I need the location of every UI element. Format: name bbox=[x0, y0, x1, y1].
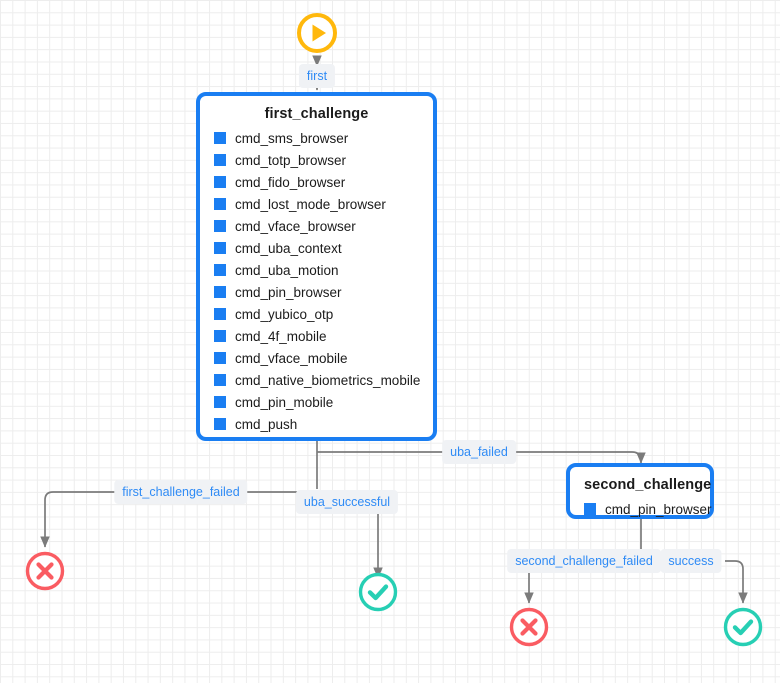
node-item[interactable]: cmd_4f_mobile bbox=[214, 325, 419, 347]
item-swatch-icon bbox=[214, 154, 226, 166]
node-item-label: cmd_uba_motion bbox=[235, 262, 339, 278]
node-item[interactable]: cmd_fido_browser bbox=[214, 171, 419, 193]
item-swatch-icon bbox=[214, 374, 226, 386]
node-item[interactable]: cmd_uba_motion bbox=[214, 259, 419, 281]
item-swatch-icon bbox=[214, 352, 226, 364]
item-swatch-icon bbox=[214, 132, 226, 144]
node-item[interactable]: cmd_push bbox=[214, 413, 419, 435]
edge-label-second-challenge-failed[interactable]: second_challenge_failed bbox=[507, 549, 661, 573]
terminal-fail-second[interactable] bbox=[507, 605, 551, 649]
edge-label-uba-successful[interactable]: uba_successful bbox=[295, 490, 399, 514]
node-item[interactable]: cmd_native_biometrics_mobile bbox=[214, 369, 421, 391]
item-swatch-icon bbox=[214, 198, 226, 210]
edge-first-failed-2 bbox=[40, 491, 122, 548]
item-swatch-icon bbox=[214, 308, 226, 320]
node-item-label: cmd_vface_mobile bbox=[235, 350, 348, 366]
item-swatch-icon bbox=[214, 286, 226, 298]
terminal-success-second[interactable] bbox=[721, 605, 765, 649]
node-item[interactable]: cmd_sms_browser bbox=[214, 127, 419, 149]
terminal-fail-first[interactable] bbox=[23, 549, 67, 593]
node-item-label: cmd_native_biometrics_mobile bbox=[235, 372, 421, 388]
item-swatch-icon bbox=[214, 220, 226, 232]
node-item-label: cmd_pin_mobile bbox=[235, 394, 334, 410]
start-node[interactable] bbox=[295, 11, 339, 55]
item-swatch-icon bbox=[214, 264, 226, 276]
node-item-label: cmd_push bbox=[235, 416, 298, 432]
node-item-label: cmd_4f_mobile bbox=[235, 328, 327, 344]
item-swatch-icon bbox=[214, 396, 226, 408]
node-second-challenge[interactable]: second_challenge cmd_pin_browser bbox=[566, 463, 714, 519]
node-item-label: cmd_fido_browser bbox=[235, 174, 346, 190]
play-circle-icon bbox=[297, 13, 337, 53]
edge-label-first[interactable]: first bbox=[298, 64, 336, 88]
node-item-label: cmd_lost_mode_browser bbox=[235, 196, 386, 212]
item-swatch-icon bbox=[214, 418, 226, 430]
check-circle-icon bbox=[723, 607, 763, 647]
node-item[interactable]: cmd_vface_browser bbox=[214, 215, 419, 237]
node-item[interactable]: cmd_lost_mode_browser bbox=[214, 193, 419, 215]
node-item-label: cmd_vface_browser bbox=[235, 218, 356, 234]
check-circle-icon bbox=[358, 572, 398, 612]
node-title: first_challenge bbox=[264, 106, 369, 122]
node-item[interactable]: cmd_vface_mobile bbox=[214, 347, 419, 369]
node-item-label: cmd_totp_browser bbox=[235, 152, 347, 168]
error-circle-icon bbox=[25, 551, 65, 591]
item-swatch-icon bbox=[214, 176, 226, 188]
node-item[interactable]: cmd_pin_mobile bbox=[214, 391, 419, 413]
node-item[interactable]: cmd_uba_context bbox=[214, 237, 419, 259]
edge-label-success[interactable]: success bbox=[660, 549, 722, 573]
node-item[interactable]: cmd_pin_browser bbox=[214, 281, 419, 303]
item-swatch-icon bbox=[584, 503, 596, 515]
node-item-label: cmd_pin_browser bbox=[605, 501, 712, 517]
error-circle-icon bbox=[509, 607, 549, 647]
edge-label-first-challenge-failed[interactable]: first_challenge_failed bbox=[114, 480, 248, 504]
node-item-label: cmd_sms_browser bbox=[235, 130, 349, 146]
item-swatch-icon bbox=[214, 330, 226, 342]
terminal-success-uba[interactable] bbox=[356, 570, 400, 614]
edge-label-uba-failed[interactable]: uba_failed bbox=[442, 440, 516, 464]
edge-uba-failed-2 bbox=[513, 451, 646, 464]
node-item[interactable]: cmd_pin_browser bbox=[584, 498, 712, 520]
node-item[interactable]: cmd_totp_browser bbox=[214, 149, 419, 171]
edge-success bbox=[725, 560, 748, 604]
node-item-label: cmd_pin_browser bbox=[235, 284, 342, 300]
node-first-challenge[interactable]: first_challenge cmd_sms_browser cmd_totp… bbox=[196, 92, 437, 441]
item-swatch-icon bbox=[214, 242, 226, 254]
node-title: second_challenge bbox=[584, 477, 712, 493]
node-item-label: cmd_yubico_otp bbox=[235, 306, 334, 322]
node-item[interactable]: cmd_yubico_otp bbox=[214, 303, 419, 325]
node-item-label: cmd_uba_context bbox=[235, 240, 342, 256]
